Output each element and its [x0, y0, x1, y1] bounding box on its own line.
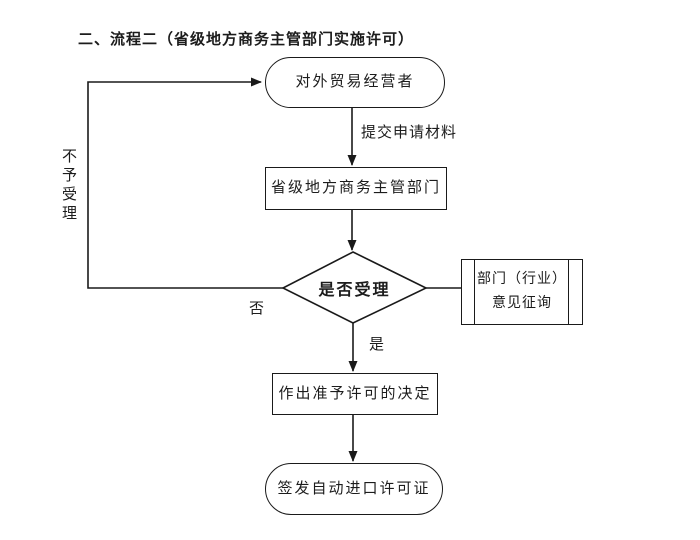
node-issue-license: 签发自动进口许可证 — [265, 463, 443, 515]
page-title-paren: （省级地方商务主管部门实施许可） — [158, 32, 415, 48]
node-label: 对外贸易经营者 — [295, 74, 415, 91]
predefined-process-bar-right — [568, 259, 569, 325]
node-label: 省级地方商务主管部门 — [270, 180, 441, 197]
consult-line2: 意见征询 — [492, 296, 552, 311]
edge-label-no: 否 — [249, 301, 266, 317]
node-department-consultation: 部门（行业） 意见征询 — [461, 259, 583, 325]
node-label: 是否受理 — [318, 281, 391, 299]
node-label: 部门（行业） 意见征询 — [477, 268, 567, 317]
node-label: 签发自动进口许可证 — [277, 480, 431, 497]
edge-no-loop-arrow — [87, 77, 283, 289]
edge-label-submit-materials: 提交申请材料 — [361, 125, 458, 141]
node-provincial-commerce-department: 省级地方商务主管部门 — [265, 167, 447, 210]
node-grant-permission-decision: 作出准予许可的决定 — [272, 373, 438, 415]
decision-diamond-shape — [281, 251, 428, 324]
node-accept-decision: 是否受理 — [283, 252, 426, 323]
edge-label-not-accepted: 不予受理 — [60, 148, 76, 224]
predefined-process-bar-left — [474, 259, 475, 325]
edge-label-yes: 是 — [369, 337, 386, 353]
node-foreign-trade-operator: 对外贸易经营者 — [265, 57, 445, 108]
node-label: 作出准予许可的决定 — [278, 385, 432, 402]
consult-line1: 部门（行业） — [477, 271, 567, 287]
page-title-prefix: 二、流程二 — [78, 32, 159, 48]
page-title: 二、流程二（省级地方商务主管部门实施许可） — [78, 28, 414, 49]
